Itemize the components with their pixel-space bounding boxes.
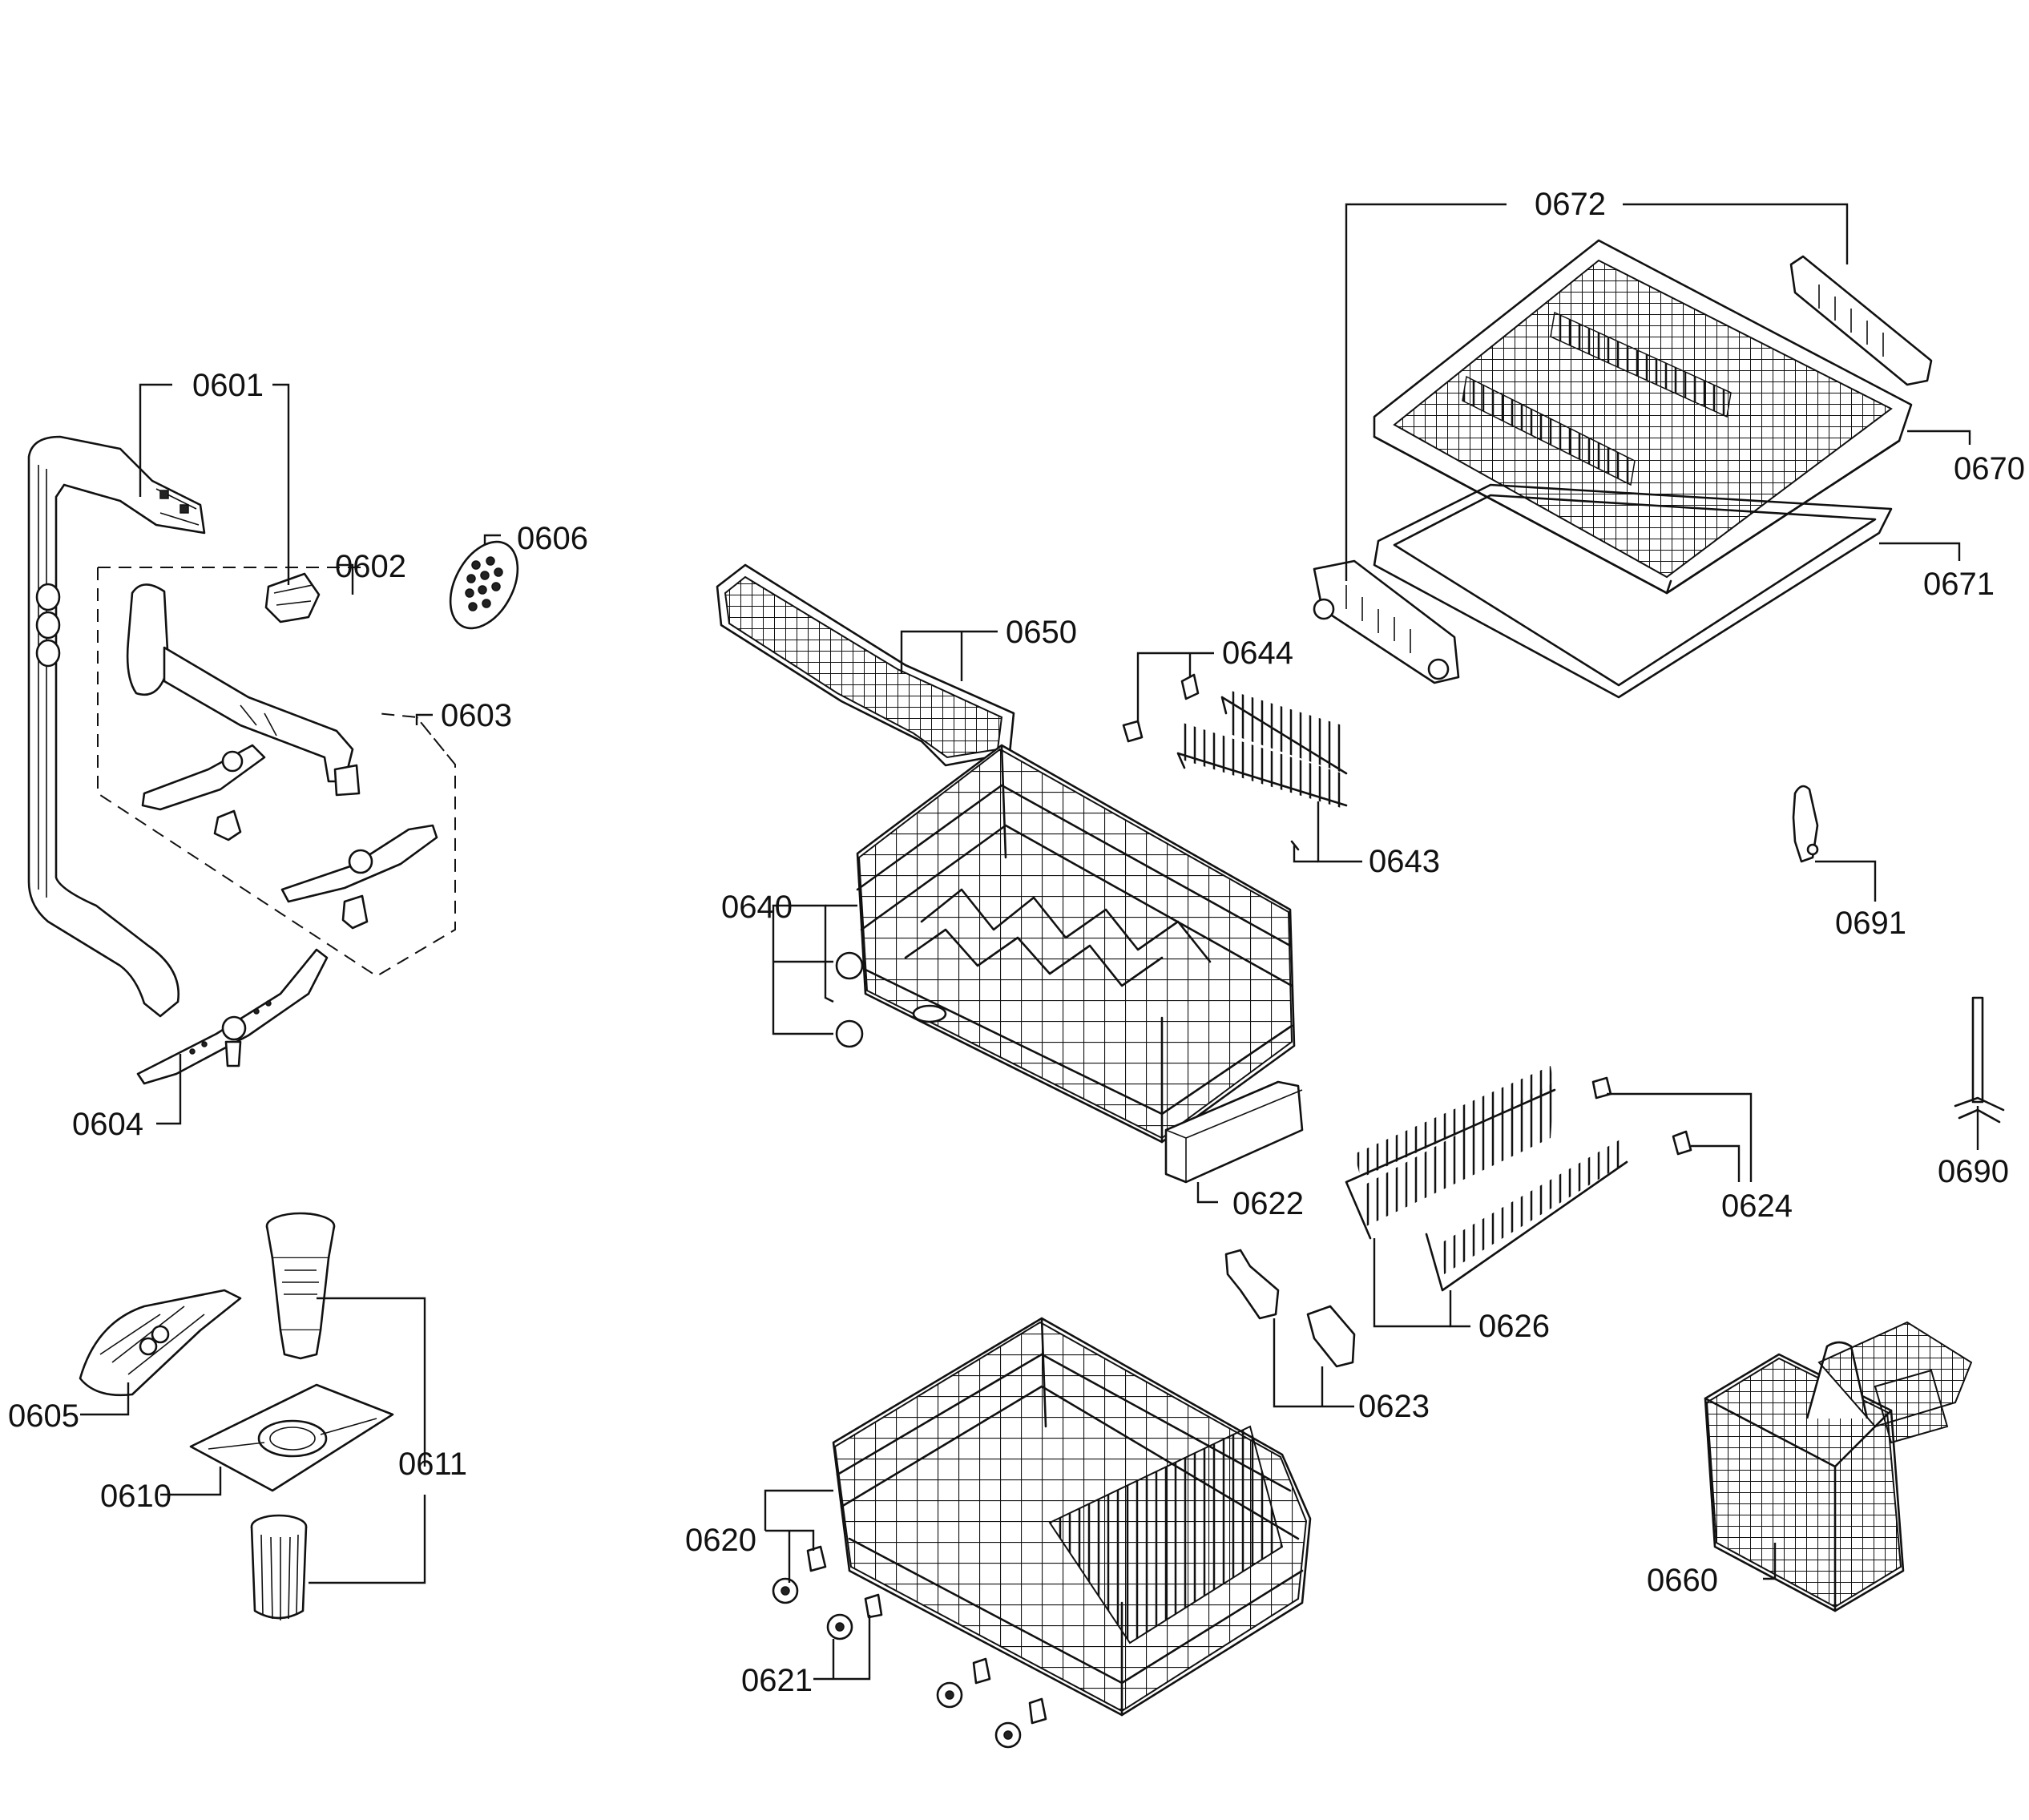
part-0622-flap xyxy=(1164,1080,1304,1184)
part-0602-connector xyxy=(264,572,321,623)
label-0650: 0650 xyxy=(1006,615,1077,650)
label-0672: 0672 xyxy=(1535,187,1606,222)
label-0620: 0620 xyxy=(685,1523,756,1558)
part-0604-upper-spray-arm xyxy=(136,948,329,1085)
label-0691: 0691 xyxy=(1835,906,1906,941)
part-0611-fine-filter xyxy=(250,1514,308,1620)
part-0691-clip xyxy=(1792,785,1819,863)
part-0621-wheels xyxy=(772,1545,1047,1749)
part-0624-clips xyxy=(1591,1076,1692,1156)
label-0605: 0605 xyxy=(8,1398,79,1434)
label-0603: 0603 xyxy=(441,698,512,733)
label-0602: 0602 xyxy=(335,549,406,584)
label-0604: 0604 xyxy=(72,1107,143,1142)
part-0626-tine-rows xyxy=(1345,1066,1628,1292)
part-0643-tine-row xyxy=(1176,689,1348,851)
label-0643: 0643 xyxy=(1369,844,1440,879)
label-0606: 0606 xyxy=(517,521,588,556)
label-0690: 0690 xyxy=(1938,1154,2009,1189)
part-0601-supply-pipe xyxy=(27,435,206,1018)
part-0606-filter-disc xyxy=(449,540,519,630)
label-0644: 0644 xyxy=(1222,636,1293,671)
label-0623: 0623 xyxy=(1358,1389,1430,1424)
part-0610-sump-plate xyxy=(189,1383,394,1492)
part-0644-clips xyxy=(1122,673,1200,743)
label-0601: 0601 xyxy=(192,368,264,403)
part-0623-bracket xyxy=(1224,1249,1356,1368)
label-0660: 0660 xyxy=(1647,1563,1718,1598)
label-0610: 0610 xyxy=(100,1479,171,1514)
part-0620-lower-rack xyxy=(832,1317,1312,1717)
part-0660-cutlery-basket xyxy=(1704,1321,1973,1612)
part-0650-cup-shelf xyxy=(716,563,1015,767)
label-0640: 0640 xyxy=(721,890,793,925)
part-0611-filter-cylinder xyxy=(265,1212,336,1360)
leader-lines xyxy=(80,203,1979,1681)
part-0605-filter-cover xyxy=(79,1289,242,1397)
part-0603-lower-spray-assembly xyxy=(97,567,456,978)
label-0624: 0624 xyxy=(1721,1188,1793,1224)
part-0672-rail-left xyxy=(1313,559,1460,684)
part-0670-cutlery-tray xyxy=(1373,239,1913,595)
part-labels: 0601 0602 0606 0603 0604 0605 0610 0611 … xyxy=(8,187,2025,1698)
label-0611: 0611 xyxy=(398,1447,467,1482)
part-0671-tray-frame xyxy=(1373,483,1893,699)
part-0672-rail-right xyxy=(1789,255,1933,386)
label-0621: 0621 xyxy=(741,1663,813,1698)
label-0626: 0626 xyxy=(1478,1309,1550,1344)
label-0671: 0671 xyxy=(1923,567,1995,602)
label-0622: 0622 xyxy=(1232,1186,1304,1221)
part-0690-rod xyxy=(1954,996,2005,1124)
part-0640-upper-rack xyxy=(835,744,1296,1144)
label-0670: 0670 xyxy=(1954,451,2025,486)
